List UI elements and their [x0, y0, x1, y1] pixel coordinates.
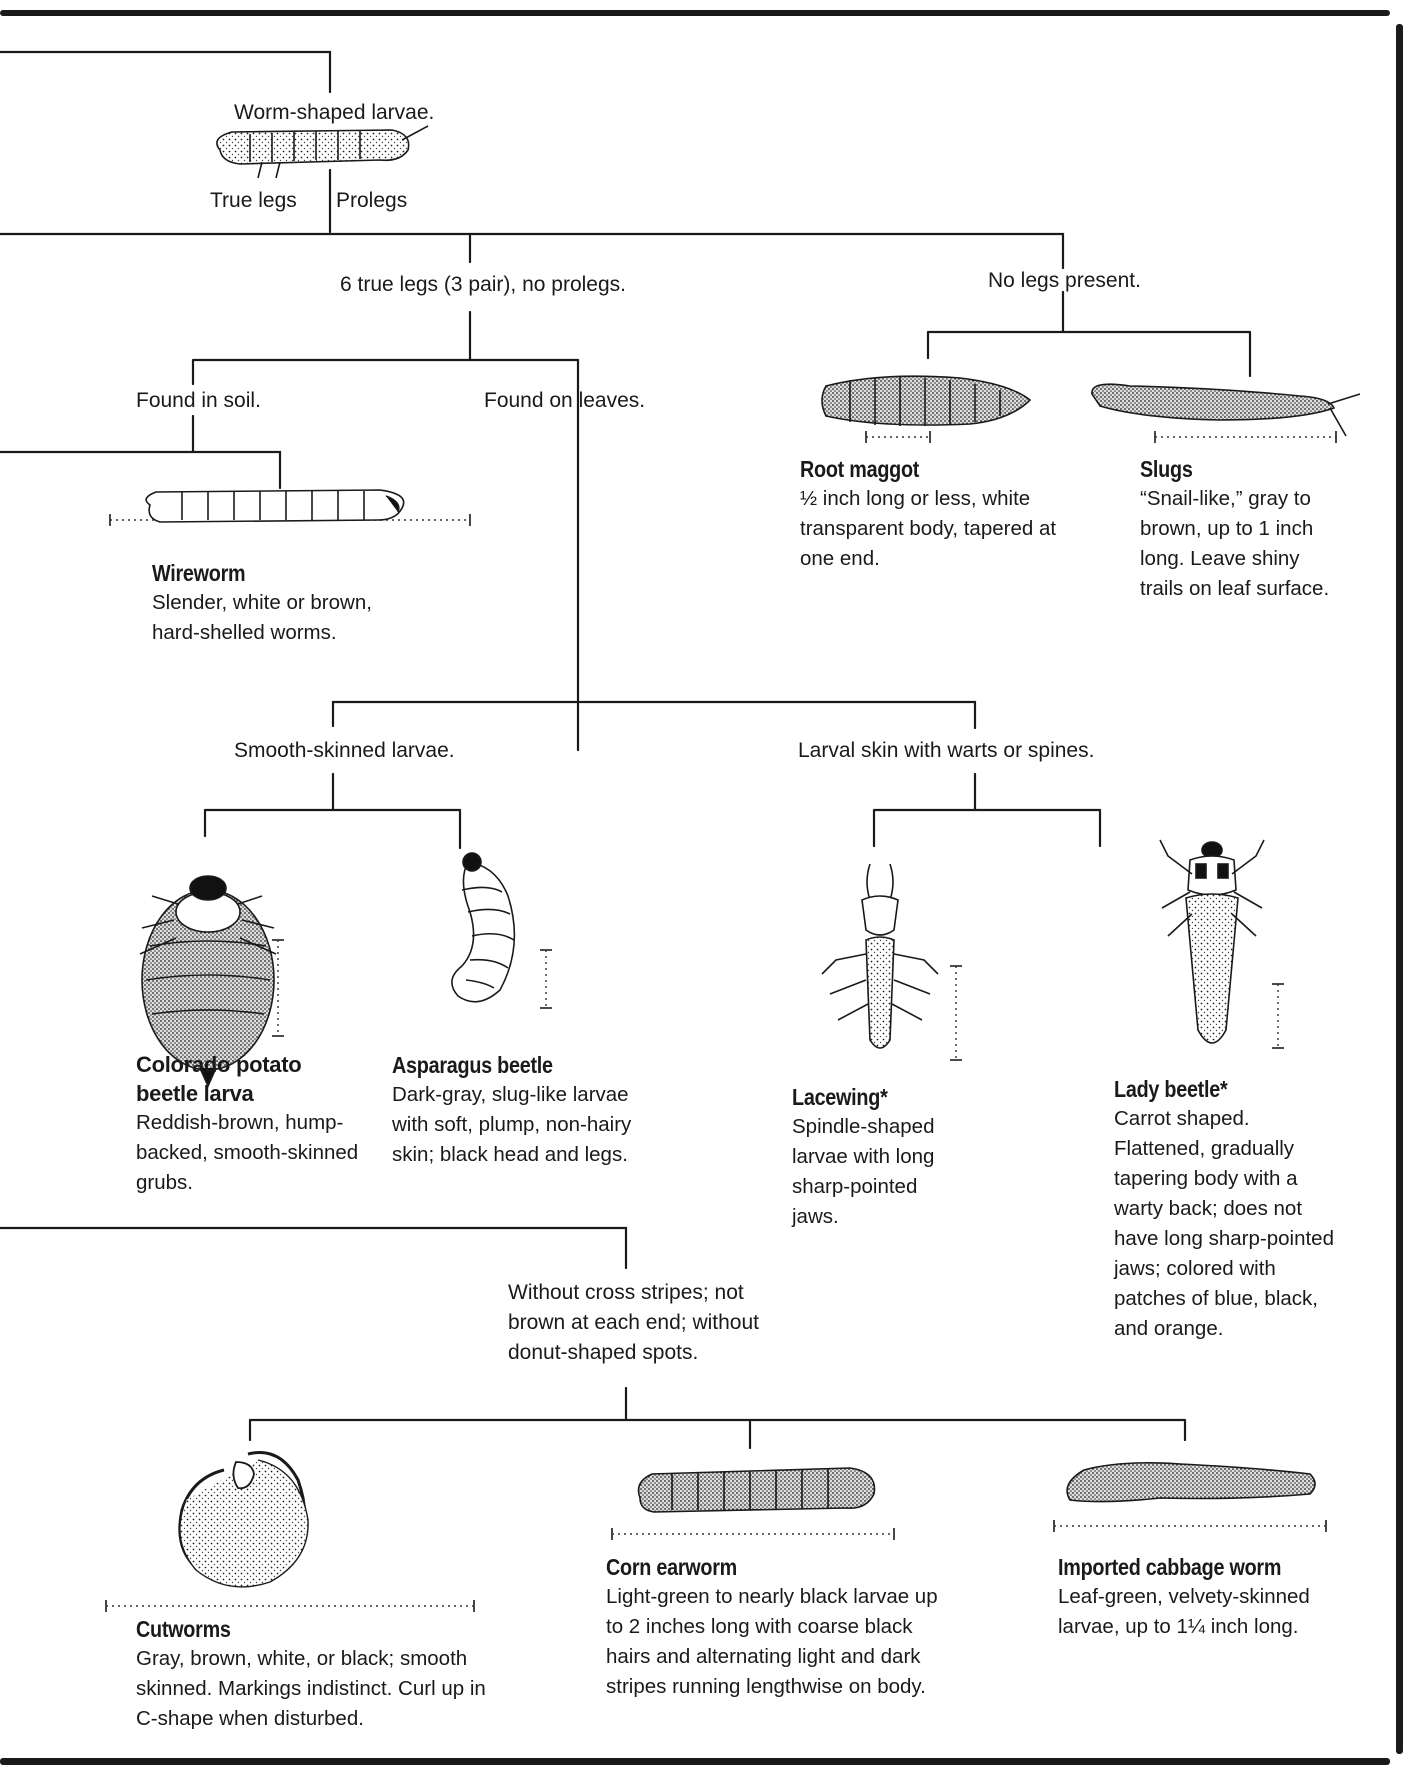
cabbage-worm-entry: Imported cabbage worm Leaf-green, velvet… [1058, 1552, 1338, 1642]
entry-title: Corn earworm [606, 1554, 738, 1580]
entry-title: Lacewing* [792, 1084, 888, 1110]
smooth-skinned-label: Smooth-skinned larvae. [234, 739, 455, 762]
root-maggot-illustration [821, 375, 1032, 426]
asparagus-entry: Asparagus beetle Dark-gray, slug-like la… [392, 1050, 652, 1170]
slugs-entry: Slugs “Snail-like,” gray to brown, up to… [1140, 454, 1340, 604]
entry-description: Dark-gray, slug-like larvae with soft, p… [392, 1083, 632, 1166]
entry-description: Light-green to nearly black larvae up to… [606, 1585, 938, 1698]
entry-title: Slugs [1140, 456, 1193, 482]
colorado-potato-entry: Colorado potato beetle larva Reddish-bro… [136, 1050, 366, 1198]
wireworm-illustration [145, 489, 405, 523]
prolegs-label: Prolegs [336, 189, 408, 212]
entry-title: Asparagus beetle [392, 1052, 553, 1078]
entry-title: Colorado potato beetle larva [136, 1052, 302, 1106]
border-decoration [0, 10, 1403, 1765]
root-maggot-entry: Root maggot ½ inch long or less, white t… [800, 454, 1060, 574]
true-legs-label: True legs [210, 189, 297, 212]
connector-line [0, 1226, 628, 1270]
entry-description: Reddish-brown, hump-backed, smooth-skinn… [136, 1111, 359, 1194]
lacewing-entry: Lacewing* Spindle-shaped larvae with lon… [792, 1082, 962, 1232]
entry-description: Leaf-green, velvety-skinned larvae, up t… [1058, 1585, 1310, 1638]
found-on-leaves-label: Found on leaves. [484, 389, 646, 412]
lady-beetle-larva-illustration [1159, 839, 1265, 1044]
cutworms-entry: Cutworms Gray, brown, white, or black; s… [136, 1614, 496, 1734]
entry-description: Carrot shaped. Flattened, gradually tape… [1114, 1107, 1334, 1340]
wireworm-entry: Wireworm Slender, white or brown, hard-s… [152, 558, 402, 648]
entry-title: Wireworm [152, 560, 246, 586]
connector-line [248, 1386, 1187, 1450]
entry-description: ½ inch long or less, white transparent b… [800, 487, 1057, 570]
connector-line [872, 772, 1102, 848]
no-legs-label: No legs present. [988, 269, 1141, 292]
six-legs-label: 6 true legs (3 pair), no prolegs. [340, 273, 626, 296]
connector-line [0, 232, 1065, 270]
entry-title: Imported cabbage worm [1058, 1554, 1282, 1580]
corn-earworm-entry: Corn earworm Light-green to nearly black… [606, 1552, 946, 1702]
connector-line [331, 700, 977, 730]
cabbage-worm-illustration [1066, 1462, 1316, 1503]
found-in-soil-label: Found in soil. [136, 389, 261, 412]
without-stripes-label: Without cross stripes; not brown at each… [508, 1281, 759, 1364]
lacewing-larva-illustration [821, 863, 939, 1049]
caterpillar-illustration [216, 125, 429, 179]
connector-line [203, 772, 462, 850]
entry-description: Spindle-shaped larvae with long sharp-po… [792, 1115, 935, 1228]
entry-description: Gray, brown, white, or black; smooth ski… [136, 1647, 486, 1730]
connector-line [926, 290, 1252, 378]
entry-title: Root maggot [800, 456, 920, 482]
corn-earworm-illustration [637, 1467, 876, 1513]
entry-description: “Snail-like,” gray to brown, up to 1 inc… [1140, 487, 1330, 600]
lady-beetle-entry: Lady beetle* Carrot shaped. Flattened, g… [1114, 1074, 1334, 1344]
worm-shaped-label: Worm-shaped larvae. [234, 101, 435, 124]
connector-line [0, 414, 282, 490]
asparagus-beetle-larva-illustration [451, 852, 516, 1003]
cutworm-illustration [178, 1451, 309, 1588]
entry-description: Slender, white or brown, hard-shelled wo… [152, 591, 372, 644]
connector-line [191, 310, 580, 752]
slug-illustration [1091, 383, 1361, 437]
entry-title: Cutworms [136, 1616, 231, 1642]
entry-title: Lady beetle* [1114, 1076, 1228, 1102]
connector-line [0, 50, 332, 94]
colorado-potato-larva-illustration [139, 875, 277, 1088]
warts-spines-label: Larval skin with warts or spines. [798, 739, 1095, 762]
